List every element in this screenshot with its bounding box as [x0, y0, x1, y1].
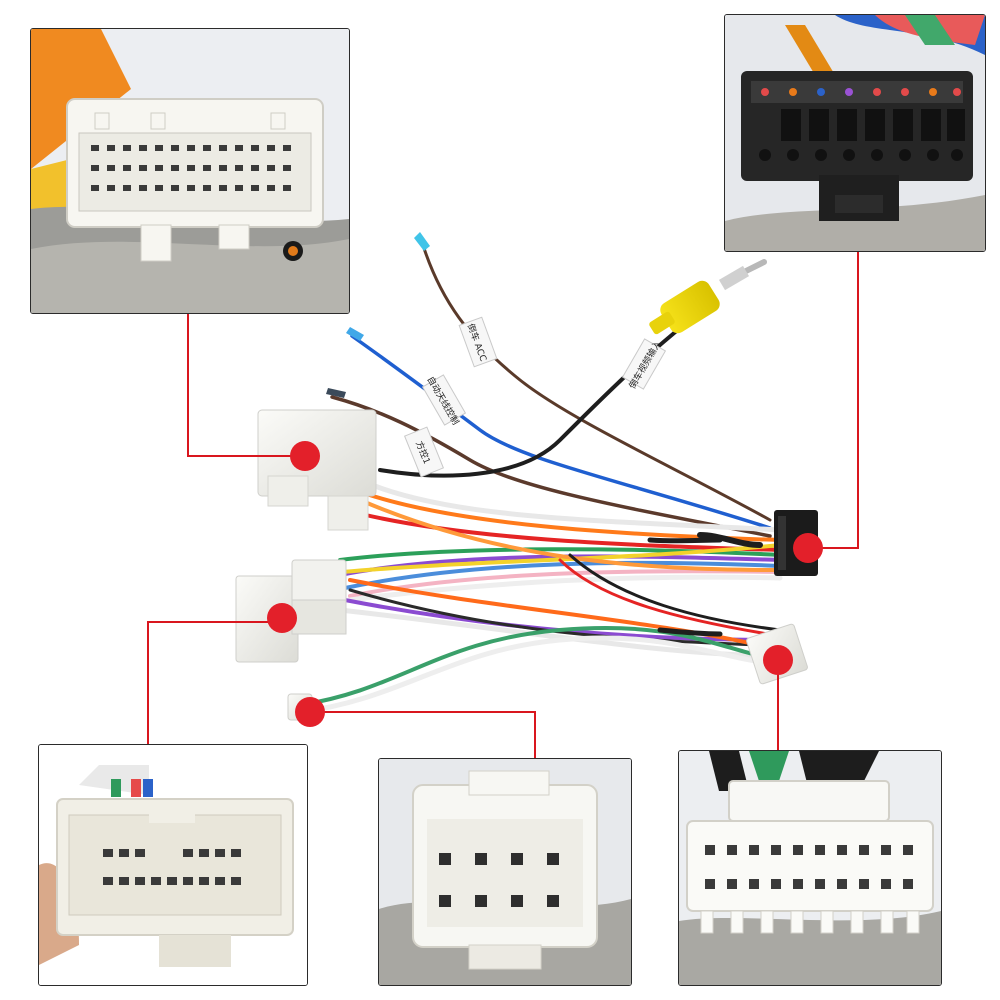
callout-dot [295, 697, 325, 727]
callout-dot [290, 441, 320, 471]
wire-tag: 方控1 [403, 426, 445, 478]
callout-dot [793, 533, 823, 563]
wire-tag: 倒车视频输入 [621, 338, 667, 391]
wire-tag-group: 倒车 ACC 自动天线控制 方控1 倒车视频输入 [403, 316, 667, 478]
connector-photo [39, 745, 307, 985]
callout-dot [267, 603, 297, 633]
pin-holes [91, 145, 291, 191]
inset-bottom-left [38, 744, 308, 986]
connector-photo [31, 29, 349, 313]
inset-bottom-right [678, 750, 942, 986]
wire-bundle [297, 477, 783, 715]
inset-top-left [30, 28, 350, 314]
wire-tips [326, 232, 430, 398]
inset-bottom-center [378, 758, 632, 986]
white-connector-mid [235, 559, 347, 663]
leader-lines [147, 250, 859, 758]
callout-dot [763, 645, 793, 675]
white-connector-large [257, 409, 377, 531]
inset-top-right [724, 14, 986, 252]
connector-photo [679, 751, 941, 985]
rca-plug-icon [649, 259, 767, 335]
connector-photo [725, 15, 985, 251]
connector-photo [379, 759, 631, 985]
callout-markers [267, 441, 823, 727]
wire-tag: 自动天线控制 [421, 374, 467, 427]
wire-tag: 倒车 ACC [458, 316, 498, 368]
